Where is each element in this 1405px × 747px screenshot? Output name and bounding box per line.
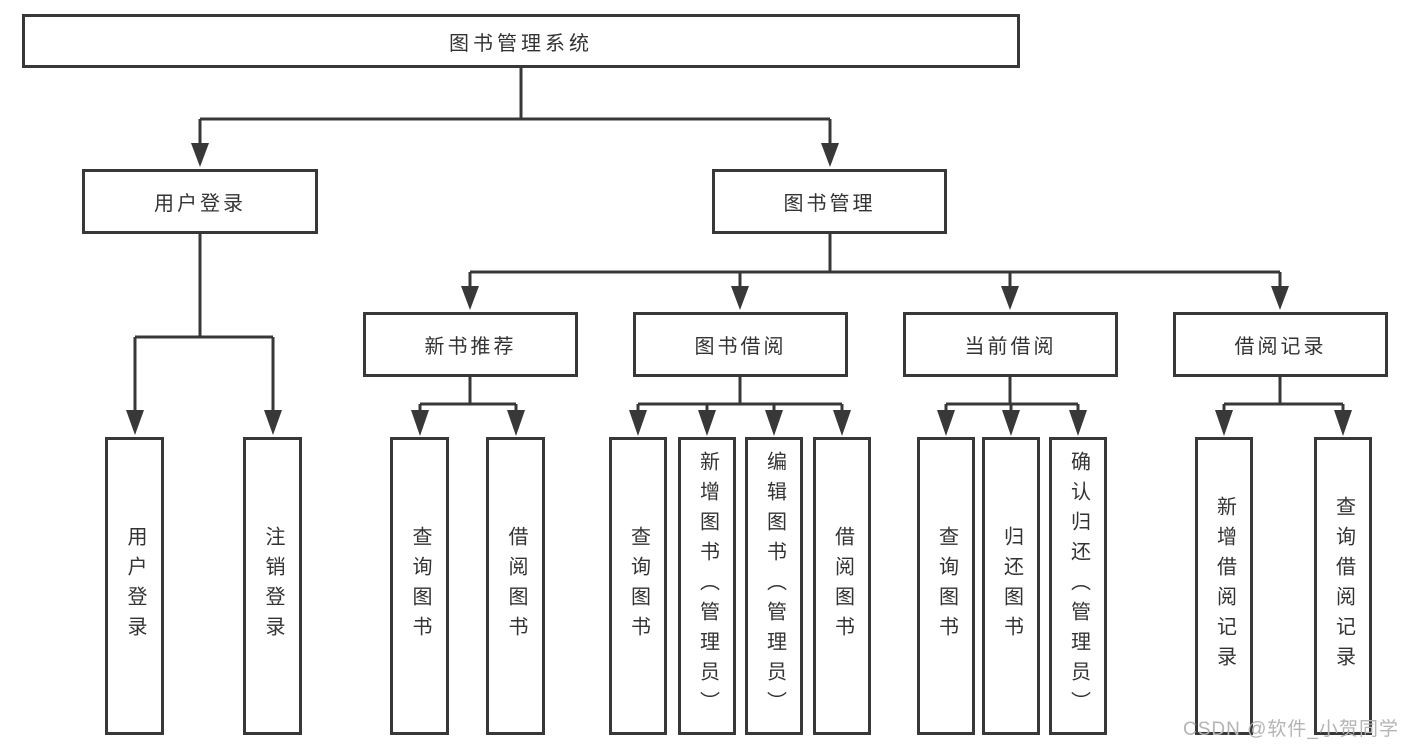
leaf-query-books-current: 查询图书 [917, 437, 975, 735]
leaf-query-borrow-record-label: 查询借阅记录 [1332, 496, 1355, 676]
leaf-edit-book-admin: 编辑图书（管理员） [745, 437, 803, 735]
node-user-login-label: 用户登录 [154, 193, 246, 215]
leaf-return-books-label: 归还图书 [1000, 526, 1023, 646]
watermark: CSDN @软件_小贺同学 [1183, 719, 1399, 740]
leaf-user-login: 用户登录 [105, 437, 164, 735]
leaf-user-login-label: 用户登录 [124, 526, 146, 646]
leaf-logout: 注销登录 [243, 437, 302, 735]
leaf-query-books-borrowing: 查询图书 [609, 437, 667, 735]
node-book-borrowing: 图书借阅 [633, 312, 848, 377]
node-library-management-system: 图书管理系统 [22, 14, 1020, 68]
leaf-borrow-books-recommend: 借阅图书 [486, 437, 545, 735]
leaf-return-books: 归还图书 [982, 437, 1040, 735]
leaf-add-borrow-record-label: 新增借阅记录 [1213, 496, 1236, 676]
node-user-login: 用户登录 [82, 169, 318, 234]
node-library-management-system-label: 图书管理系统 [449, 32, 593, 55]
leaf-query-books-recommend: 查询图书 [390, 437, 449, 735]
node-current-borrowing-label: 当前借阅 [964, 336, 1057, 358]
node-new-book-recommendation-label: 新书推荐 [424, 336, 517, 358]
leaf-query-borrow-record: 查询借阅记录 [1314, 437, 1372, 735]
node-borrowing-records: 借阅记录 [1173, 312, 1388, 377]
node-borrowing-records-label: 借阅记录 [1234, 336, 1327, 358]
leaf-query-books-borrowing-label: 查询图书 [627, 526, 650, 646]
leaf-borrow-books-recommend-label: 借阅图书 [505, 526, 527, 646]
node-new-book-recommendation: 新书推荐 [363, 312, 578, 377]
node-book-management-label: 图书管理 [783, 193, 876, 215]
node-current-borrowing: 当前借阅 [903, 312, 1118, 377]
leaf-add-borrow-record: 新增借阅记录 [1195, 437, 1253, 735]
node-book-management: 图书管理 [712, 169, 947, 234]
leaf-confirm-return-admin-label: 确认归还（管理员） [1067, 451, 1090, 721]
leaf-query-books-recommend-label: 查询图书 [409, 526, 431, 646]
leaf-borrow-books-borrowing-label: 借阅图书 [831, 526, 854, 646]
node-book-borrowing-label: 图书借阅 [694, 336, 787, 358]
leaf-edit-book-admin-label: 编辑图书（管理员） [763, 451, 786, 721]
leaf-add-book-admin: 新增图书（管理员） [678, 437, 736, 735]
leaf-add-book-admin-label: 新增图书（管理员） [696, 451, 719, 721]
leaf-query-books-current-label: 查询图书 [935, 526, 958, 646]
leaf-logout-label: 注销登录 [262, 526, 284, 646]
leaf-confirm-return-admin: 确认归还（管理员） [1049, 437, 1107, 735]
leaf-borrow-books-borrowing: 借阅图书 [813, 437, 871, 735]
